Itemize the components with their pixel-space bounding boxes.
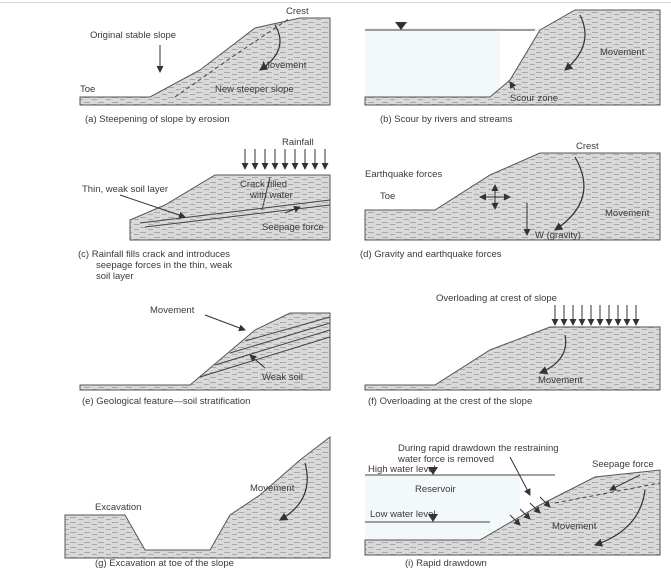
panel-b-caption: (b) Scour by rivers and streams bbox=[380, 114, 513, 125]
panel-b-water bbox=[365, 30, 500, 97]
panel-c-weak-layer bbox=[139, 199, 331, 224]
panel-e-movement-arrow bbox=[204, 314, 246, 332]
panel-a-original-slope-line bbox=[174, 17, 291, 98]
panel-d-movement-label: Movement bbox=[605, 208, 650, 219]
panel-h-water-force-arrows bbox=[509, 496, 551, 526]
panel-c-seepage-label: Seepage force bbox=[262, 222, 324, 233]
panel-c-rain-arrows bbox=[241, 149, 329, 170]
panel-f-load-arrows bbox=[551, 305, 640, 326]
panel-h-note-line-1: During rapid drawdown the restraining bbox=[398, 443, 559, 454]
panel-h-seepage-arrow bbox=[609, 474, 641, 491]
panel-h-low-water-icon bbox=[428, 514, 438, 522]
panel-c-rainfall-label: Rainfall bbox=[282, 137, 314, 148]
panel-h-note-line-2: water force is removed bbox=[397, 454, 494, 465]
panel-g-soil bbox=[64, 435, 331, 559]
panel-c-caption-3: soil layer bbox=[96, 271, 134, 282]
panel-f-caption: (f) Overloading at the crest of the slop… bbox=[368, 396, 532, 407]
panel-d-gravity-label: W (gravity) bbox=[535, 230, 581, 241]
panel-h-movement-label: Movement bbox=[552, 521, 597, 532]
panel-g-movement-arrow bbox=[278, 462, 308, 521]
panel-d-crest-label: Crest bbox=[576, 141, 599, 152]
panel-b-movement-arrow bbox=[564, 14, 586, 71]
panel-b-scour-label: Scour zone bbox=[510, 93, 558, 104]
panel-e-stratification: Movement Weak soil (e) Geological featur… bbox=[79, 305, 331, 407]
panel-c-layer-arrow bbox=[119, 194, 186, 219]
panel-g-excavation-label: Excavation bbox=[95, 502, 141, 513]
panel-c-crack-label-2: with water bbox=[249, 190, 293, 201]
panel-b-soil bbox=[364, 9, 661, 106]
panel-b-scour: Movement Scour zone (b) Scour by rivers … bbox=[364, 9, 661, 125]
panel-h-soil bbox=[364, 469, 661, 556]
panel-h-rapid-drawdown: During rapid drawdown the restraining wa… bbox=[364, 443, 661, 568]
panel-h-low-water-label: Low water level bbox=[370, 509, 435, 520]
panel-f-overloading-label: Overloading at crest of slope bbox=[436, 293, 557, 304]
panel-f-movement-label: Movement bbox=[538, 375, 583, 386]
panel-c-rainfall: Rainfall Thin, weak soil layer Crack fil… bbox=[78, 137, 331, 282]
panel-g-movement-label: Movement bbox=[250, 483, 295, 494]
panel-f-overloading: Overloading at crest of slope Movement (… bbox=[364, 293, 661, 407]
panel-e-movement-label: Movement bbox=[150, 305, 195, 316]
panel-g-excavation: Excavation Movement (g) Excavation at to… bbox=[64, 435, 331, 568]
panel-e-caption: (e) Geological feature—soil stratificati… bbox=[82, 396, 250, 407]
panel-d-soil bbox=[364, 152, 661, 241]
panel-h-high-water-label: High water level bbox=[368, 464, 436, 475]
panel-c-caption-2: seepage forces in the thin, weak bbox=[96, 260, 233, 271]
panel-d-movement-arrow bbox=[554, 156, 585, 231]
panel-d-earthquake: Crest Earthquake forces Toe Movement W (… bbox=[360, 141, 661, 260]
panel-h-movement-arrow bbox=[593, 489, 646, 547]
panel-d-earthquake-arrows bbox=[479, 184, 511, 210]
panel-h-caption: (i) Rapid drawdown bbox=[405, 558, 487, 568]
panel-h-reservoir-label: Reservoir bbox=[415, 484, 456, 495]
panel-e-weak-soil-arrow bbox=[249, 354, 266, 369]
panel-a-original-slope-label: Original stable slope bbox=[90, 30, 176, 41]
panel-h-reservoir-water bbox=[365, 475, 520, 540]
panel-c-seepage-arrow bbox=[284, 205, 301, 214]
panel-a-movement-arrow bbox=[259, 24, 281, 71]
panel-a-new-slope-label: New steeper slope bbox=[215, 84, 294, 95]
panel-d-earthquake-label: Earthquake forces bbox=[365, 169, 442, 180]
panel-c-crack bbox=[261, 176, 271, 211]
panel-d-toe-label: Toe bbox=[380, 191, 395, 202]
panel-e-weak-soil-label: Weak soil bbox=[262, 372, 303, 383]
panel-e-soil bbox=[79, 312, 331, 391]
panel-a-erosion: Crest Original stable slope Toe Movement… bbox=[79, 6, 331, 125]
panel-a-toe-label: Toe bbox=[80, 84, 95, 95]
panel-b-scour-arrow bbox=[509, 81, 517, 91]
panel-h-note-arrow bbox=[509, 456, 531, 496]
panel-h-seepage-label: Seepage force bbox=[592, 459, 654, 470]
panel-h-high-water-icon bbox=[428, 467, 438, 475]
panel-b-movement-label: Movement bbox=[600, 47, 645, 58]
panel-g-caption: (g) Excavation at toe of the slope bbox=[95, 558, 234, 568]
panel-e-strata-lines bbox=[199, 316, 331, 378]
panel-a-caption: (a) Steepening of slope by erosion bbox=[85, 114, 230, 125]
panel-c-caption-1: (c) Rainfall fills crack and introduces bbox=[78, 249, 230, 260]
panel-d-caption: (d) Gravity and earthquake forces bbox=[360, 249, 502, 260]
panel-f-movement-arrow bbox=[538, 334, 567, 374]
panel-f-soil bbox=[364, 326, 661, 391]
panel-b-water-level-icon bbox=[395, 22, 407, 30]
top-rule bbox=[0, 2, 671, 3]
panel-a-movement-label: Movement bbox=[262, 60, 307, 71]
panel-c-thin-layer-label: Thin, weak soil layer bbox=[82, 184, 168, 195]
panel-h-phreatic-line bbox=[554, 482, 661, 504]
panel-c-soil bbox=[129, 174, 331, 241]
panel-a-crest-label: Crest bbox=[286, 6, 309, 17]
panel-a-soil bbox=[79, 17, 331, 106]
panel-c-crack-label-1: Crack filled bbox=[240, 179, 287, 190]
